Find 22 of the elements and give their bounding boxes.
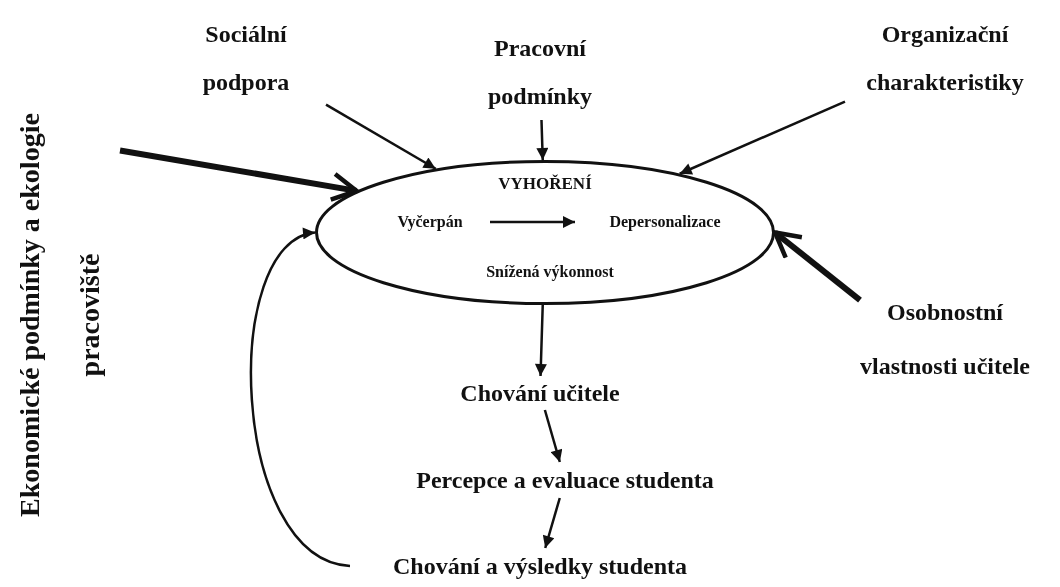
label: Vyčerpán [370, 208, 490, 236]
thick-arrow [772, 230, 862, 303]
label: Percepce a evaluace studenta [375, 462, 755, 498]
arrow [679, 100, 846, 175]
arrow [536, 119, 549, 161]
label: Organizační charakteristiky [845, 10, 1045, 106]
label: Chování učitele [420, 376, 660, 410]
label: Depersonalizace [575, 208, 755, 236]
label: Chování a výsledky studenta [350, 548, 730, 584]
heading: VYHOŘENÍ [498, 174, 592, 194]
label: Pracovní podmínky [460, 24, 620, 120]
label: Sociální podpora [166, 10, 326, 106]
arrow [542, 497, 561, 549]
ellipse [315, 160, 775, 305]
thick-arrow [119, 147, 359, 202]
label: Osobnostní vlastnosti učitele [860, 258, 1030, 420]
arrow [543, 409, 563, 463]
label: Snížená výkonnost [440, 258, 660, 286]
vertical-label: Ekonomické podmínky a ekologie pracoviště [0, 80, 120, 550]
arrow [534, 304, 547, 377]
arrow [490, 216, 575, 228]
arrow [325, 103, 437, 170]
